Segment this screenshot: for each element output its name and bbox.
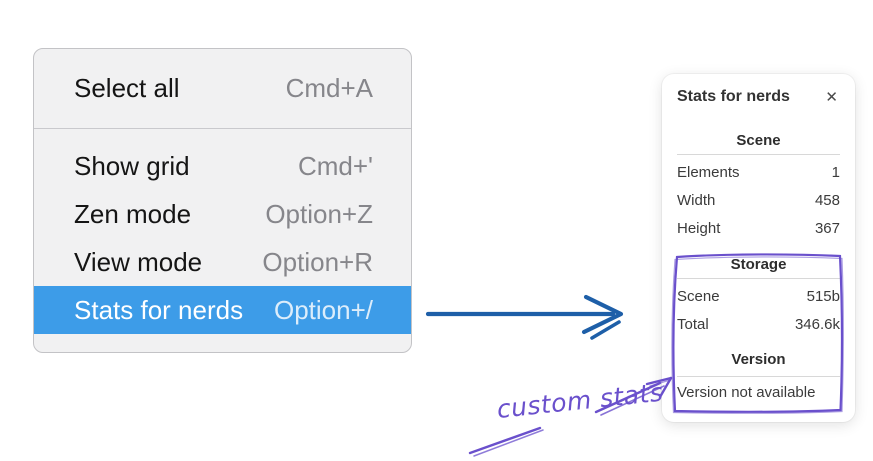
stat-value: 458 — [814, 192, 840, 209]
arrow-menu-to-panel-icon — [425, 294, 624, 340]
stat-value: 346.6k — [794, 316, 840, 333]
section-heading: Version — [731, 351, 786, 368]
stat-label: Elements — [677, 164, 740, 181]
close-icon[interactable]: ✕ — [825, 88, 838, 106]
menu-divider — [34, 128, 411, 129]
menu-item-shortcut: Cmd+A — [285, 73, 373, 103]
stat-row-total-size: Total 346.6k — [677, 311, 840, 339]
section-heading: Storage — [730, 256, 787, 273]
menu-section-bottom: Show grid Cmd+' Zen mode Option+Z View m… — [34, 129, 411, 347]
section-storage: Storage Scene 515b Total 346.6k — [677, 256, 840, 339]
menu-item-show-grid[interactable]: Show grid Cmd+' — [34, 142, 411, 190]
menu-item-select-all[interactable]: Select all Cmd+A — [34, 64, 411, 112]
context-menu: Select all Cmd+A Show grid Cmd+' Zen mod… — [33, 48, 412, 353]
stats-panel-title: Stats for nerds — [677, 88, 790, 105]
section-divider — [677, 278, 840, 279]
annotation-tail-stroke-icon — [468, 426, 544, 457]
stat-value: 367 — [814, 220, 840, 237]
stat-row-scene-size: Scene 515b — [677, 283, 840, 311]
menu-item-shortcut: Option+R — [262, 247, 373, 277]
stat-label: Width — [677, 192, 716, 209]
menu-item-shortcut: Option+/ — [273, 295, 373, 325]
menu-section-top: Select all Cmd+A — [34, 49, 411, 128]
custom-stats-annotation: custom stats — [495, 377, 665, 424]
stat-label: Height — [677, 220, 721, 237]
menu-item-shortcut: Cmd+' — [297, 151, 373, 181]
menu-item-label: View mode — [74, 247, 203, 277]
menu-item-label: Zen mode — [74, 199, 192, 229]
stats-panel-header: Stats for nerds ✕ — [677, 86, 840, 108]
section-divider — [677, 376, 840, 377]
stat-row-height: Height 367 — [677, 215, 840, 243]
menu-item-view-mode[interactable]: View mode Option+R — [34, 238, 411, 286]
menu-item-label: Show grid — [74, 151, 190, 181]
menu-item-stats-for-nerds[interactable]: Stats for nerds Option+/ — [34, 286, 411, 334]
stats-panel: Stats for nerds ✕ Scene Elements 1 Width… — [662, 74, 855, 422]
section-version: Version Version not available — [677, 351, 840, 405]
version-note: Version not available — [677, 384, 816, 401]
stat-value: 1 — [831, 164, 840, 181]
menu-item-shortcut: Option+Z — [265, 199, 373, 229]
stat-label: Scene — [677, 288, 720, 305]
stat-value: 515b — [806, 288, 840, 305]
stat-label: Total — [677, 316, 709, 333]
stat-row-width: Width 458 — [677, 187, 840, 215]
stat-row-elements: Elements 1 — [677, 159, 840, 187]
menu-item-label: Select all — [74, 73, 180, 103]
menu-item-zen-mode[interactable]: Zen mode Option+Z — [34, 190, 411, 238]
section-divider — [677, 154, 840, 155]
menu-item-label: Stats for nerds — [74, 295, 244, 325]
section-heading: Scene — [736, 132, 781, 149]
section-scene: Scene Elements 1 Width 458 Height 367 — [677, 132, 840, 243]
